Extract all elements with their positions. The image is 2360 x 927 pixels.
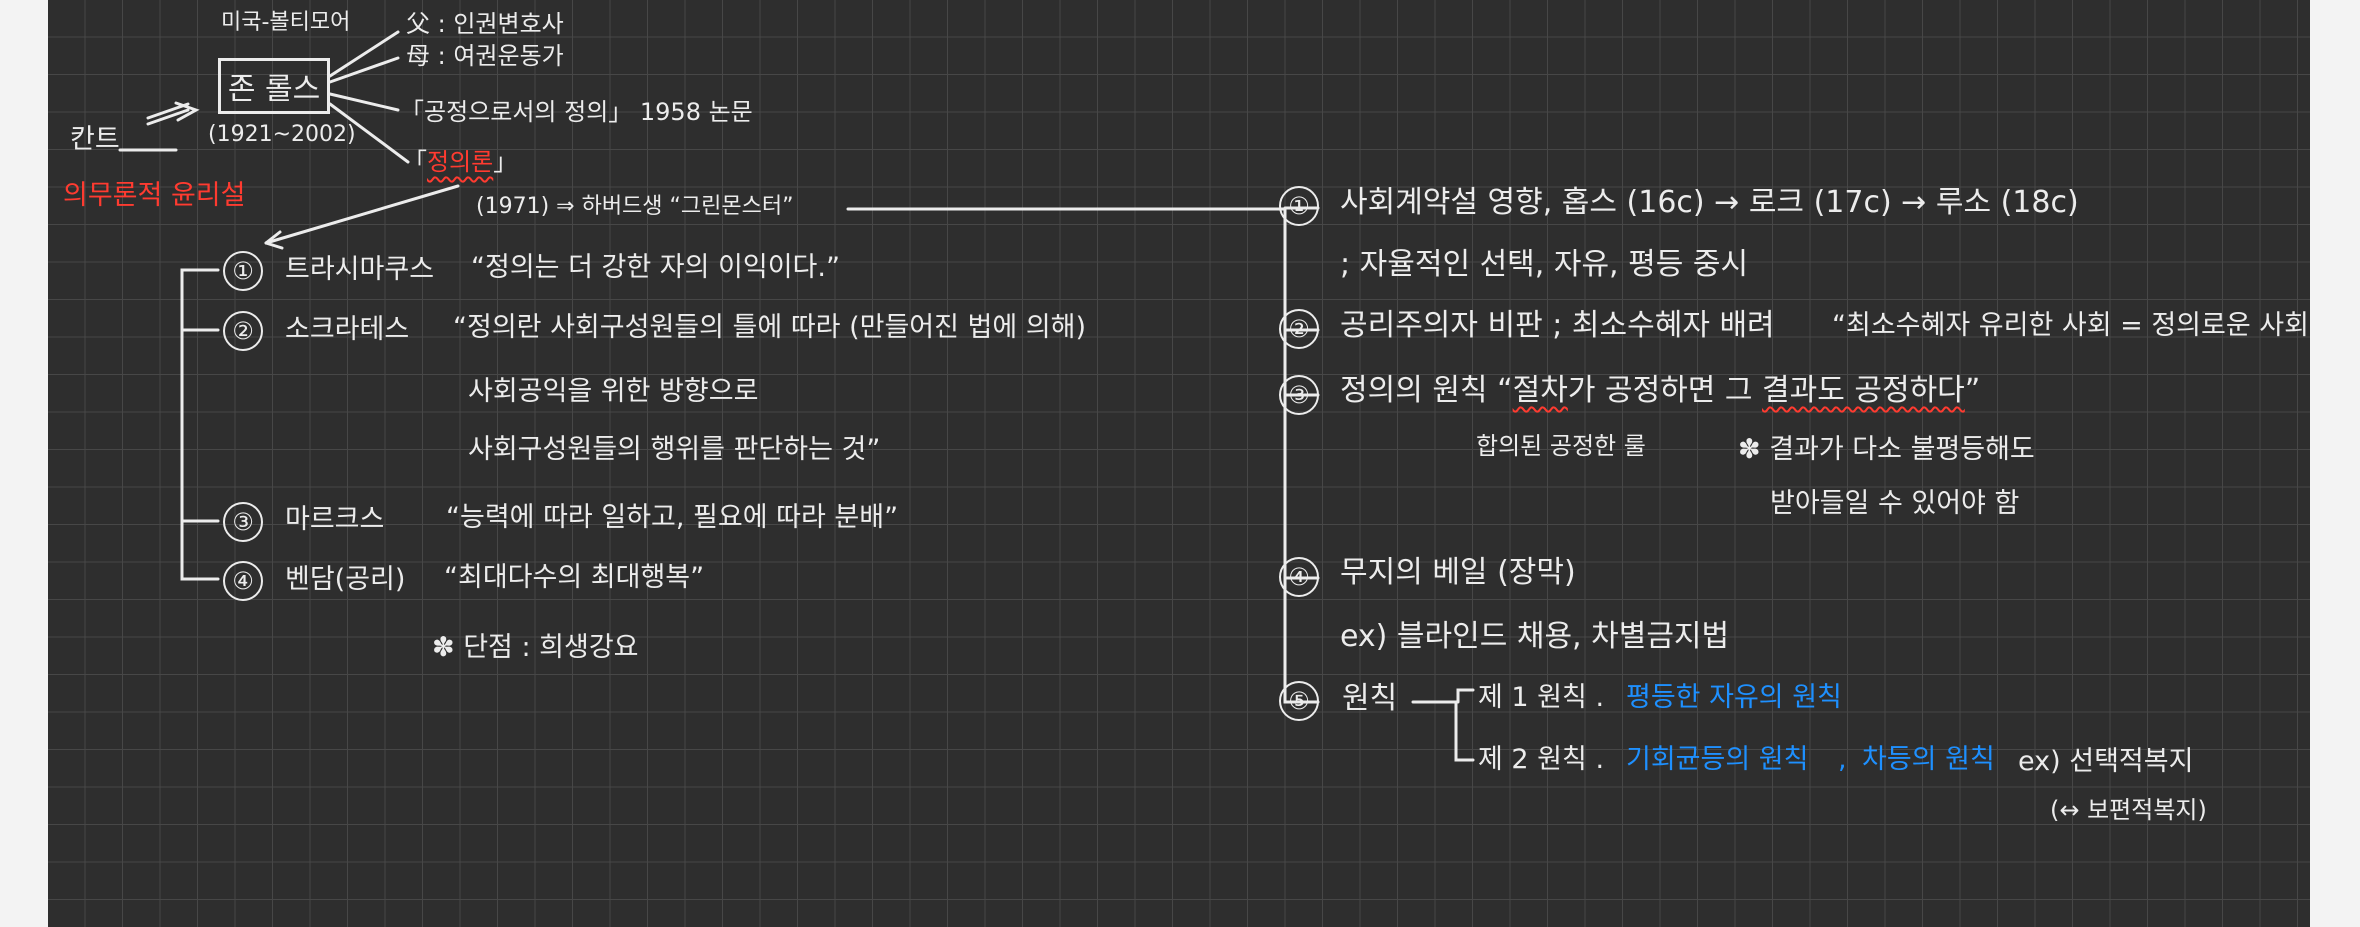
- item-2-name: 소크라테스: [285, 314, 410, 345]
- item-3-quote: “능력에 따라 일하고, 필요에 따라 분배”: [446, 502, 899, 533]
- item-4-name: 벤담(공리): [285, 564, 406, 595]
- right-1-sub: ; 자율적인 선택, 자유, 평등 중시: [1340, 247, 1749, 282]
- right-3-note: 합의된 공정한 룰: [1476, 432, 1646, 460]
- principle-1-value: 평등한 자유의 원칙: [1626, 682, 1842, 713]
- item-3-number: ③: [223, 502, 263, 542]
- item-4-quote: “최대다수의 최대행복”: [444, 562, 705, 593]
- right-1-text: 사회계약설 영향, 홉스 (16c) → 로크 (17c) → 루소 (18c): [1340, 185, 2079, 220]
- principle-2-example2: (↔ 보편적복지): [2050, 796, 2207, 824]
- right-2-quote: “최소수혜자 유리한 사회 = 정의로운 사회”: [1832, 310, 2310, 341]
- book-note: (1971) ⇒ 하버드생 “그린몬스터”: [476, 194, 794, 219]
- book-title: 「정의론」: [403, 148, 518, 176]
- item-1-quote: “정의는 더 강한 자의 이익이다.”: [471, 252, 840, 283]
- item-2-line2: 사회공익을 위한 방향으로: [468, 376, 759, 407]
- item-2-number: ②: [223, 311, 263, 351]
- origin-text: 미국-볼티모어: [221, 10, 351, 35]
- right-3-star: ✽ 결과가 다소 불평등해도: [1738, 434, 2035, 465]
- right-4-number: ④: [1279, 557, 1319, 597]
- years-text: (1921~2002): [208, 122, 356, 147]
- right-4-text: 무지의 베일 (장막): [1340, 555, 1576, 590]
- right-5-number: ⑤: [1279, 681, 1319, 721]
- right-1-number: ①: [1279, 186, 1319, 226]
- item-4-number: ④: [223, 561, 263, 601]
- right-3-text: 정의의 원칙 “절차가 공정하면 그 결과도 공정하다”: [1340, 373, 1981, 408]
- principle-2-comma: ,: [1838, 744, 1847, 775]
- name-box: 존 롤스: [218, 58, 330, 114]
- father-text: 父 : 인권변호사: [406, 10, 564, 38]
- right-2-text: 공리주의자 비판 ; 최소수혜자 배려: [1340, 308, 1775, 343]
- kant-theory: 의무론적 윤리설: [63, 180, 246, 211]
- item-1-number: ①: [223, 251, 263, 291]
- right-2-number: ②: [1279, 309, 1319, 349]
- name-text: 존 롤스: [227, 72, 321, 107]
- principle-2-value-a: 기회균등의 원칙: [1626, 744, 1809, 775]
- principle-2-value-b: 차등의 원칙: [1862, 744, 1995, 775]
- item-2-quote: “정의란 사회구성원들의 틀에 따라 (만들어진 법에 의해): [453, 312, 1087, 343]
- right-3-number: ③: [1279, 375, 1319, 415]
- item-2-line3: 사회구성원들의 행위를 판단하는 것”: [468, 434, 881, 465]
- paper-text: 「공정으로서의 정의」 1958 논문: [400, 98, 753, 126]
- item-3-name: 마르크스: [285, 504, 385, 535]
- principle-1-label: 제 1 원칙 .: [1478, 682, 1605, 713]
- flaw-text: ✽ 단점 : 희생강요: [432, 632, 639, 663]
- notebook-board: 미국-볼티모어 존 롤스 (1921~2002) 父 : 인권변호사 母 : 여…: [48, 0, 2310, 927]
- mother-text: 母 : 여권운동가: [406, 42, 564, 70]
- principle-2-label: 제 2 원칙 .: [1478, 744, 1605, 775]
- principle-2-example: ex) 선택적복지: [2018, 746, 2194, 777]
- kant-text: 칸트: [70, 124, 120, 155]
- right-5-text: 원칙: [1342, 681, 1398, 716]
- right-4-example: ex) 블라인드 채용, 차별금지법: [1340, 619, 1730, 654]
- right-3-star2: 받아들일 수 있어야 함: [1770, 488, 2020, 519]
- item-1-name: 트라시마쿠스: [285, 254, 435, 285]
